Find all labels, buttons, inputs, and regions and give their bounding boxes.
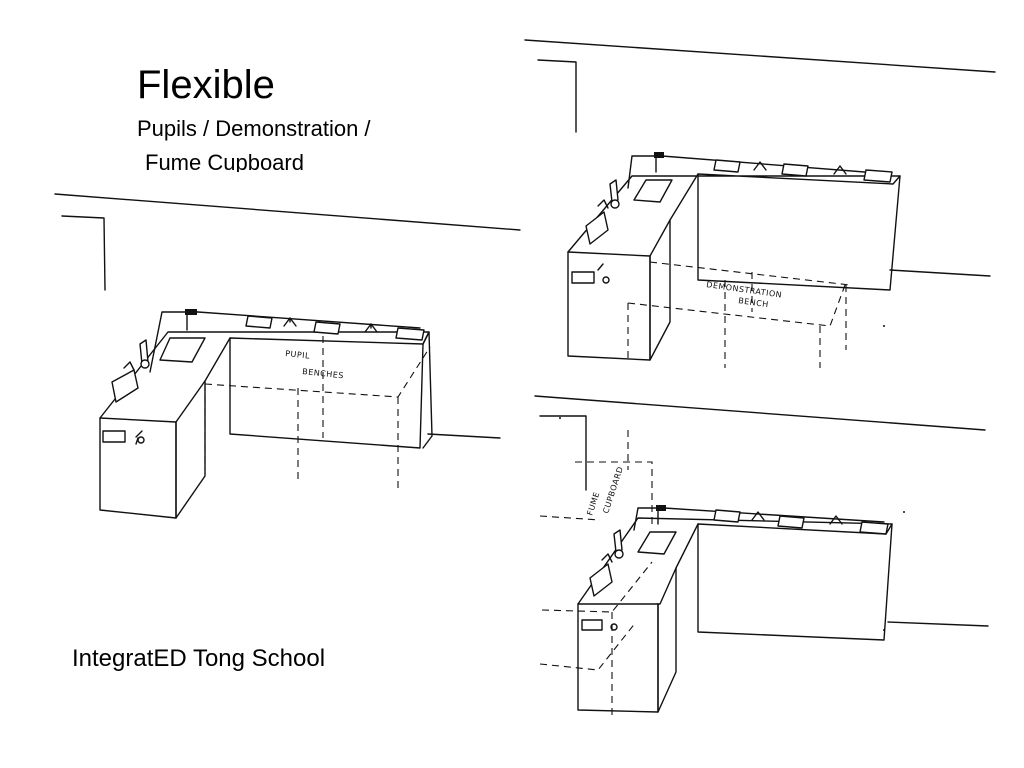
room-corner-line-2 — [537, 59, 577, 133]
socket-6 — [863, 169, 893, 183]
back-bench-front — [229, 337, 424, 449]
gas-tap-1 — [283, 317, 297, 327]
back-bench-front-3 — [697, 523, 893, 641]
gas-tap-6 — [829, 515, 843, 525]
fume-cupboard-outline-4 — [539, 621, 637, 671]
side-switch-knob-3 — [610, 623, 618, 631]
speck-2 — [903, 511, 905, 513]
front-socket-panel-3 — [589, 563, 613, 597]
room-ceiling-line — [54, 193, 521, 231]
bunsen-base-2 — [610, 199, 620, 209]
label-cupboard: CUPBOARD — [601, 465, 625, 514]
socket-8 — [777, 515, 805, 529]
bunsen-stand-2 — [609, 179, 619, 203]
service-pipe-top — [197, 311, 421, 329]
back-bench-top-3 — [577, 517, 893, 605]
service-pipe-3 — [633, 507, 665, 531]
socket-7 — [713, 509, 741, 523]
demo-bench-outline-2 — [649, 261, 851, 286]
side-socket-3 — [581, 619, 603, 631]
room-ceiling-line-3 — [534, 395, 986, 431]
page-subtitle-line-2: Fume Cupboard — [145, 150, 304, 172]
gas-tap-5 — [751, 511, 765, 521]
service-pipe-top-2 — [661, 155, 891, 175]
service-pipe-2 — [627, 155, 663, 189]
return-bench-front-2 — [649, 219, 671, 361]
return-bench-front-3 — [657, 567, 677, 713]
back-bench-top — [99, 331, 430, 423]
back-bench-top-2 — [567, 173, 901, 257]
page-title: Flexible — [137, 63, 275, 107]
tap-head-3 — [656, 505, 666, 511]
socket-2 — [313, 321, 341, 335]
socket-1 — [245, 315, 273, 329]
room-floor-line — [427, 433, 501, 439]
front-tap-3 — [601, 553, 613, 563]
sink-3 — [637, 531, 677, 555]
back-bench-end — [422, 331, 433, 449]
room-floor-line-2 — [889, 269, 991, 277]
socket-9 — [859, 521, 889, 535]
room-floor-line-3 — [887, 621, 989, 627]
front-tap-2 — [597, 199, 609, 209]
side-switch-2 — [597, 263, 604, 271]
return-bench-side-2 — [567, 251, 651, 361]
gas-tap-4 — [833, 165, 847, 175]
speck-3 — [883, 629, 885, 631]
tap-head — [185, 309, 197, 315]
label-bench: BENCH — [738, 296, 770, 309]
label-fume: FUME — [585, 491, 601, 517]
back-bench-front-2 — [697, 173, 901, 291]
sketch-fume-cupboard: FUME CUPBOARD — [534, 395, 989, 718]
footer-credit: IntegratED Tong School — [72, 645, 326, 672]
sink-2 — [633, 179, 673, 203]
page-subtitle-line-1: Pupils / Demonstration / — [137, 116, 371, 141]
room-corner-line — [61, 215, 106, 291]
side-switch-knob — [137, 436, 145, 444]
sketch-demonstration-bench: DEMONSTRATION BENCH — [524, 39, 996, 368]
service-pipe-top-3 — [663, 507, 885, 523]
gas-tap-2 — [364, 323, 378, 333]
gas-tap-3 — [753, 161, 767, 171]
speck-4 — [559, 417, 561, 419]
bunsen-base — [140, 359, 150, 369]
label-benches: BENCHES — [302, 367, 344, 380]
label-pupil: PUPIL — [285, 349, 311, 361]
front-socket-panel-2 — [585, 211, 609, 245]
speck-1 — [883, 325, 885, 327]
tap-head-2 — [654, 152, 664, 158]
fume-cupboard-outline-3 — [541, 561, 653, 613]
front-socket-panel — [111, 369, 139, 403]
demo-bench-outline-1 — [627, 284, 846, 327]
fume-cupboard-outline-1 — [575, 461, 653, 528]
fume-cupboard-outline-2 — [539, 515, 601, 521]
sink — [159, 337, 206, 363]
side-switch-knob-2 — [602, 276, 610, 284]
socket-4 — [713, 159, 741, 173]
room-ceiling-line-2 — [524, 39, 996, 73]
side-socket — [102, 430, 126, 443]
room-corner-line-3 — [539, 415, 587, 491]
socket-3 — [395, 327, 425, 341]
side-socket-2 — [571, 271, 595, 284]
return-bench-front — [175, 380, 206, 519]
sketch-pupil-benches: PUPIL BENCHES — [54, 193, 521, 519]
front-tap — [123, 361, 135, 371]
bunsen-base-3 — [614, 549, 624, 559]
socket-5 — [781, 163, 809, 177]
bunsen-stand-3 — [613, 529, 623, 553]
